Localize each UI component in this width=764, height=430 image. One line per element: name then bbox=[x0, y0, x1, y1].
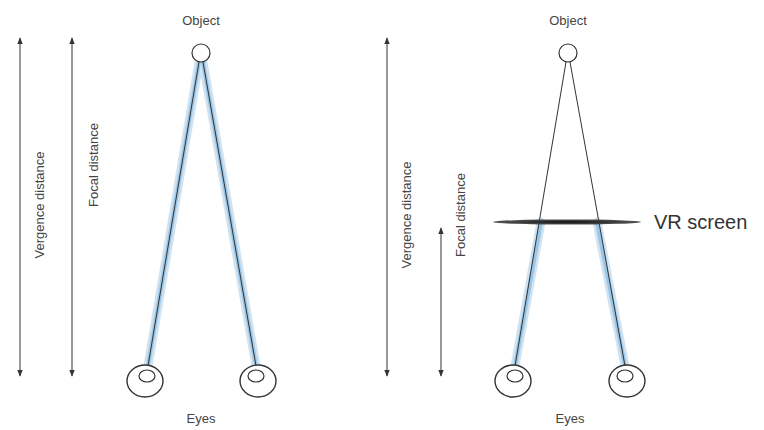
right-panel bbox=[387, 38, 645, 397]
left-panel bbox=[20, 38, 276, 397]
eyes-label: Eyes bbox=[556, 411, 585, 426]
vergence-distance-label: Vergence distance bbox=[32, 152, 47, 259]
vr-screen-label: VR screen bbox=[654, 211, 747, 233]
object-label: Object bbox=[549, 13, 587, 28]
object-label: Object bbox=[182, 13, 220, 28]
vergence-distance-label: Vergence distance bbox=[399, 162, 414, 269]
eyes-label: Eyes bbox=[187, 411, 216, 426]
focal-distance-label: Focal distance bbox=[453, 173, 468, 257]
focal-distance-label: Focal distance bbox=[86, 123, 101, 207]
